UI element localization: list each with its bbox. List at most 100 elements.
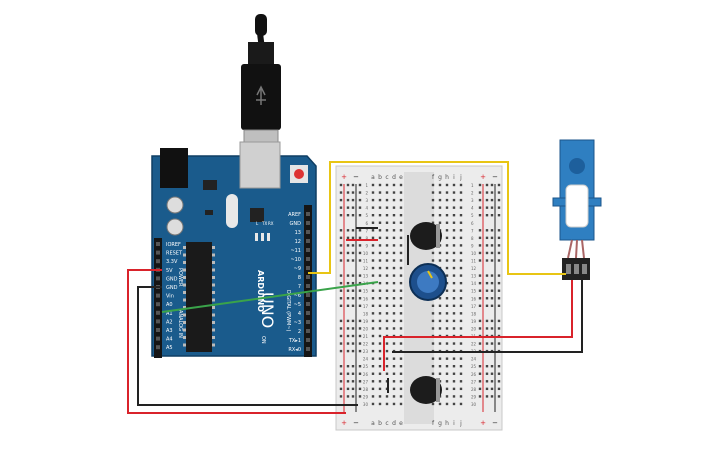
breadboard-row-label: 16 xyxy=(471,296,477,301)
breadboard-row-label: 25 xyxy=(363,364,369,369)
breadboard-row-label: 6 xyxy=(471,221,474,226)
usb-plug-icon[interactable] xyxy=(241,14,281,143)
power-pin-label: GND xyxy=(166,276,178,282)
breadboard-row-label: 1 xyxy=(365,183,368,188)
wire-black-servo-gnd xyxy=(392,280,583,353)
breadboard-row-label: 29 xyxy=(471,394,477,399)
breadboard-row-label: 11 xyxy=(471,259,477,264)
breadboard-rail-label: − xyxy=(492,419,498,427)
breadboard-row-label: 8 xyxy=(365,236,368,241)
led-label: TX xyxy=(261,221,267,226)
breadboard-rail-label: + xyxy=(480,419,486,427)
breadboard-row-label: 30 xyxy=(363,402,369,407)
breadboard-column-label: h xyxy=(445,174,449,181)
breadboard-row-label: 28 xyxy=(363,387,369,392)
breadboard-column-label: f xyxy=(432,420,435,427)
power-pin-label: A1 xyxy=(166,311,173,317)
breadboard-column-label: h xyxy=(445,420,449,427)
digital-pin-label: 7 xyxy=(298,284,301,290)
breadboard-column-label: d xyxy=(392,420,396,427)
breadboard-rail-label: − xyxy=(492,173,498,181)
breadboard-rail-label: − xyxy=(353,173,359,181)
breadboard-row-label: 2 xyxy=(365,191,368,196)
breadboard-row-label: 13 xyxy=(363,274,369,279)
power-pin-label: A3 xyxy=(166,328,173,334)
power-pin-label: A5 xyxy=(166,345,173,351)
digital-label: DIGITAL (PWM~) xyxy=(285,290,291,332)
power-pin-label: 3.3V xyxy=(166,259,178,265)
breadboard-row-label: 18 xyxy=(471,311,477,316)
breadboard-row-label: 12 xyxy=(363,266,369,271)
breadboard-row-label: 3 xyxy=(471,198,474,203)
power-pin-label: RESET xyxy=(166,251,183,257)
breadboard-row-label: 27 xyxy=(471,379,477,384)
wire-red-5v xyxy=(127,269,346,414)
digital-pin-label: ~9 xyxy=(294,266,301,272)
digital-pin-label: 4 xyxy=(298,311,301,317)
led-label: L xyxy=(256,221,259,226)
breadboard-row-label: 5 xyxy=(365,213,368,218)
breadboard-row-label: 22 xyxy=(471,342,477,347)
capacitor-icon[interactable] xyxy=(410,222,442,250)
breadboard-column-label: a xyxy=(371,174,375,181)
breadboard-rail-label: + xyxy=(480,173,486,181)
breadboard-row-label: 19 xyxy=(363,319,369,324)
power-pin-label: A4 xyxy=(166,337,173,343)
on-label: ON xyxy=(260,336,266,344)
wire-red-servo-vcc xyxy=(383,280,573,371)
digital-pin-label: 13 xyxy=(295,230,301,236)
power-pin-label: 5V xyxy=(166,268,173,274)
breadboard-column-label: b xyxy=(378,174,382,181)
breadboard-row-label: 24 xyxy=(471,357,477,362)
breadboard-row-label: 23 xyxy=(363,349,369,354)
breadboard-row-label: 17 xyxy=(471,304,477,309)
breadboard-row-label: 3 xyxy=(365,198,368,203)
breadboard-row-label: 7 xyxy=(471,228,474,233)
breadboard-row-label: 17 xyxy=(363,304,369,309)
breadboard-row-label: 28 xyxy=(471,387,477,392)
breadboard-column-label: g xyxy=(438,174,442,181)
breadboard-column-label: e xyxy=(399,174,403,181)
breadboard-row-label: 26 xyxy=(363,372,369,377)
potentiometer-icon[interactable] xyxy=(404,262,448,302)
digital-pin-label: RX◂0 xyxy=(288,347,301,353)
breadboard-row-label: 20 xyxy=(363,326,369,331)
breadboard-rail-label: + xyxy=(341,173,347,181)
capacitor-icon[interactable] xyxy=(410,376,442,404)
breadboard-rail-label: + xyxy=(341,419,347,427)
breadboard-row-label: 29 xyxy=(363,394,369,399)
digital-pin-label: ~6 xyxy=(294,293,301,299)
breadboard-column-label: c xyxy=(385,420,388,427)
breadboard-row-label: 1 xyxy=(471,183,474,188)
breadboard-row-label: 5 xyxy=(471,213,474,218)
breadboard-row-label: 24 xyxy=(363,357,369,362)
breadboard-row-label: 21 xyxy=(363,334,369,339)
breadboard-row-label: 4 xyxy=(365,206,368,211)
breadboard-column-label: e xyxy=(399,420,403,427)
breadboard-row-label: 11 xyxy=(363,259,369,264)
breadboard-row-label: 25 xyxy=(471,364,477,369)
wire-black-gnd xyxy=(137,286,358,406)
breadboard-row-label: 4 xyxy=(471,206,474,211)
arduino-brand-label: ARDUINO xyxy=(256,270,265,312)
servo-motor-icon[interactable] xyxy=(552,139,602,280)
breadboard-column-label: j xyxy=(459,420,462,427)
digital-pin-label: ~5 xyxy=(294,302,301,308)
power-pin-label: A0 xyxy=(166,302,173,308)
breadboard-row-label: 30 xyxy=(471,402,477,407)
breadboard-row-label: 10 xyxy=(471,251,477,256)
digital-pin-label: 8 xyxy=(298,275,301,281)
digital-pin-label: AREF xyxy=(288,212,301,218)
breadboard-row-label: 8 xyxy=(471,236,474,241)
breadboard-row-label: 6 xyxy=(365,221,368,226)
breadboard-row-label: 27 xyxy=(363,379,369,384)
power-pin-label: GND xyxy=(166,285,178,291)
wire-green-analog xyxy=(161,281,379,313)
digital-pin-label: ~10 xyxy=(290,257,301,263)
breadboard-column-label: c xyxy=(385,174,388,181)
breadboard-column-label: i xyxy=(453,420,455,427)
breadboard-row-label: 10 xyxy=(363,251,369,256)
breadboard-row-label: 16 xyxy=(363,296,369,301)
digital-pin-label: GND xyxy=(290,221,302,227)
